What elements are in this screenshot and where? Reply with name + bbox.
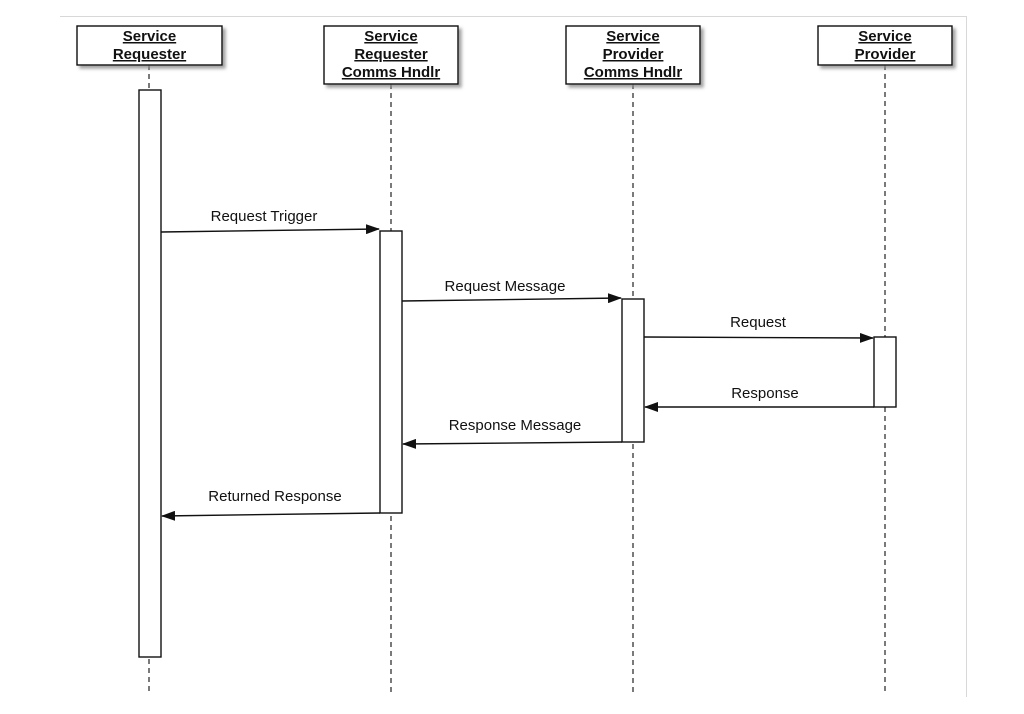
diagram-page	[60, 16, 967, 697]
activation-bar-service-requester	[138, 89, 162, 658]
participant-label-line: Provider	[855, 46, 916, 63]
participant-label-line: Provider	[603, 46, 664, 63]
participant-service-requester-comms-hndlr: Service Requester Comms Hndlr	[323, 25, 459, 85]
message-arrow-response-message	[402, 438, 623, 449]
participant-label-line: Requester	[113, 46, 187, 63]
activation-bar-service-provider	[873, 336, 897, 408]
participant-label-line: Service	[123, 28, 176, 45]
participant-label-line: Service	[606, 28, 659, 45]
message-label-response-message: Response Message	[449, 417, 582, 434]
participant-service-provider-comms-hndlr: Service Provider Comms Hndlr	[565, 25, 701, 85]
message-arrow-request	[643, 332, 874, 343]
activation-bar-service-provider-comms-hndlr	[621, 298, 645, 443]
activation-bar-service-requester-comms-hndlr	[379, 230, 403, 514]
participant-label-line: Service	[858, 28, 911, 45]
participant-label-line: Comms Hndlr	[584, 64, 683, 81]
message-label-request-trigger: Request Trigger	[211, 208, 318, 225]
message-label-response: Response	[731, 385, 799, 402]
participant-label-line: Service	[364, 28, 417, 45]
message-arrow-returned-response	[161, 510, 381, 521]
participant-label-line: Comms Hndlr	[342, 64, 441, 81]
message-arrow-request-message	[401, 293, 622, 304]
participant-service-provider: Service Provider	[817, 25, 953, 66]
message-label-returned-response: Returned Response	[208, 488, 341, 505]
message-arrow-request-trigger	[160, 224, 380, 235]
message-label-request: Request	[730, 314, 787, 331]
participant-label-line: Requester	[354, 46, 428, 63]
participant-service-requester: Service Requester	[76, 25, 223, 66]
message-label-request-message: Request Message	[445, 278, 566, 295]
